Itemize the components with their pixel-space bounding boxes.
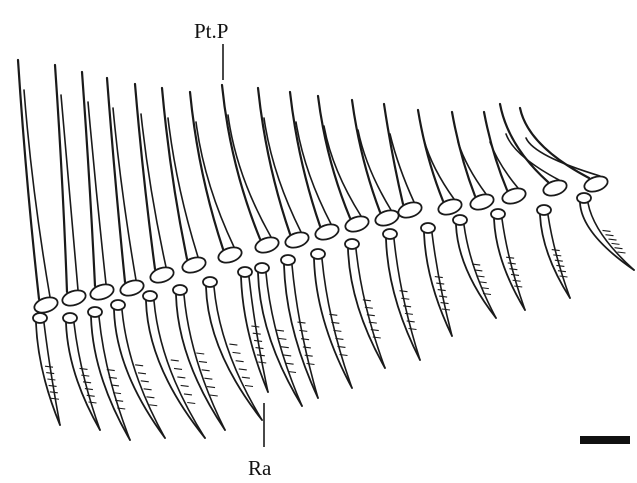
pterygiophore (135, 84, 176, 285)
fin-ray (63, 313, 100, 430)
pterygiophore (55, 65, 88, 308)
ray-base (453, 215, 467, 225)
ray-base (383, 229, 397, 239)
ray-base (173, 285, 187, 295)
proximal-radial (468, 192, 495, 213)
ray-base (111, 300, 125, 310)
fin-ray (345, 239, 385, 368)
pterygiophore (418, 110, 464, 217)
ray-base (537, 205, 551, 215)
fin-ray (33, 313, 60, 425)
fin-ray (311, 249, 352, 388)
fin-ray (537, 205, 570, 298)
proximal-radial (32, 295, 59, 316)
pterygiophore (190, 92, 244, 265)
ray-base (311, 249, 325, 259)
fin-ray (143, 291, 205, 438)
pterygiophore (107, 78, 146, 298)
ray-base (63, 313, 77, 323)
ray-base (491, 209, 505, 219)
ray-base (421, 223, 435, 233)
fin-ray (421, 223, 452, 336)
fin-ray (453, 215, 496, 318)
proximal-radial (148, 265, 175, 286)
proximal-radial (118, 278, 145, 299)
pterygiophore (18, 60, 60, 315)
fin-ray (383, 229, 420, 360)
proximal-radial (500, 186, 527, 207)
proximal-radial (216, 245, 243, 266)
ray-base (345, 239, 359, 249)
pterygiophore (352, 100, 401, 228)
fin-ray (577, 193, 634, 270)
pterygiophore (500, 104, 569, 198)
pterygiophore (82, 72, 116, 302)
pterygiophore (384, 104, 424, 220)
label-ray: Ra (248, 456, 272, 480)
fin-ray (238, 267, 268, 392)
proximal-radial (88, 282, 115, 303)
proximal-radial (373, 208, 400, 229)
fin-ray (491, 209, 525, 310)
proximal-radial (180, 255, 207, 276)
label-pterygiophore: Pt.P (194, 19, 228, 43)
ray-base (255, 263, 269, 273)
proximal-radial (60, 288, 87, 309)
ray-base (238, 267, 252, 277)
ray-base (88, 307, 102, 317)
ray-base (203, 277, 217, 287)
pterygiophore (162, 88, 208, 275)
pterygiophore-series (18, 60, 610, 315)
proximal-radial (343, 214, 370, 235)
ray-base (281, 255, 295, 265)
ray-base (33, 313, 47, 323)
scale-bar (580, 436, 630, 444)
ray-base (577, 193, 591, 203)
proximal-radial (313, 222, 340, 243)
pterygiophore (452, 112, 496, 212)
proximal-radial (396, 200, 423, 221)
proximal-radial (283, 230, 310, 251)
ray-base (143, 291, 157, 301)
proximal-radial (253, 235, 280, 256)
